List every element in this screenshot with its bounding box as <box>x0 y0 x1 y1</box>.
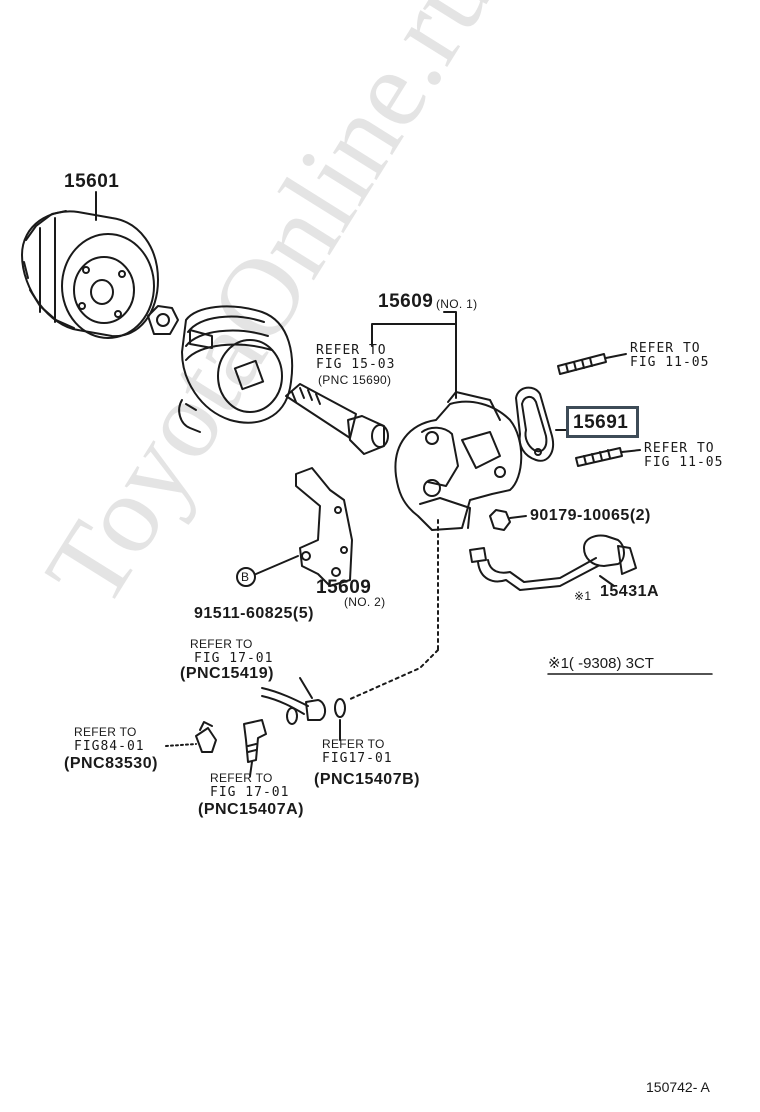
dash-union <box>347 649 439 701</box>
ref-1105b-line1: REFER TO <box>644 441 715 456</box>
leader-15419 <box>299 677 313 699</box>
leader-15609-no1-top <box>443 311 457 325</box>
ref-8401-line3: (PNC83530) <box>64 755 158 772</box>
leader-15407a <box>249 761 253 777</box>
leader-stud-lower <box>621 449 641 453</box>
label-15431a-mark: ※1 <box>574 589 592 603</box>
figure-number: 150742- A <box>646 1079 710 1095</box>
bracket-no2-illustration <box>295 467 353 587</box>
oil-pump-body-illustration <box>394 391 523 531</box>
oil-pressure-switch-illustration <box>195 721 217 753</box>
leader-83530 <box>165 743 197 747</box>
label-15431a: 15431A <box>600 583 660 600</box>
oil-cooler-illustration <box>178 305 294 433</box>
label-15609-no2-suffix: (NO. 2) <box>344 595 386 609</box>
ref-1701b-line1: REFER TO <box>210 771 273 785</box>
ref-1701a-line2: FIG 17-01 <box>194 651 274 666</box>
ref-1503-line2: FIG 15-03 <box>316 357 396 372</box>
leader-90179 <box>509 515 527 519</box>
ref-1701a-line1: REFER TO <box>190 637 253 651</box>
gasket-illustration <box>515 386 554 462</box>
union-bolt-illustration <box>243 719 267 763</box>
stud-upper-illustration <box>557 353 607 375</box>
label-15601: 15601 <box>64 171 120 192</box>
label-90179: 90179-10065(2) <box>530 507 651 524</box>
ref-1701c-line1: REFER TO <box>322 737 385 751</box>
hex-nut-illustration <box>147 305 179 335</box>
ref-1105a-line2: FIG 11-05 <box>630 355 710 370</box>
ref-1701c-line3: (PNC15407B) <box>314 771 420 788</box>
ref-1503-line3: (PNC 15690) <box>318 373 392 387</box>
label-91511: 91511-60825(5) <box>194 605 314 622</box>
ref-1701b-line2: FIG 17-01 <box>210 785 290 800</box>
oil-filter-illustration <box>21 210 159 339</box>
ref-8401-line1: REFER TO <box>74 725 137 739</box>
callout-b-circle <box>236 567 256 587</box>
ref-1701c-line2: FIG17-01 <box>322 751 393 766</box>
stud-lower-illustration <box>575 447 623 467</box>
footnote-code-range: ※1( -9308) 3CT <box>548 655 654 672</box>
ref-1503-line1: REFER TO <box>316 343 387 358</box>
label-15609-no1: 15609 <box>378 291 434 312</box>
leader-stud-upper <box>605 353 627 359</box>
oil-pipe-illustration <box>469 534 637 591</box>
ref-1105b-line2: FIG 11-05 <box>644 455 724 470</box>
ref-1701b-line3: (PNC15407A) <box>198 801 304 818</box>
label-15609-no1-suffix: (NO. 1) <box>436 297 478 311</box>
label-15691-highlighted: 15691 <box>566 406 640 438</box>
hose-union-illustration <box>261 687 346 725</box>
ref-1701a-line3: (PNC15419) <box>180 665 274 682</box>
leader-91511 <box>255 555 299 575</box>
ref-1105a-line1: REFER TO <box>630 341 701 356</box>
nut-90179-illustration <box>489 509 511 531</box>
callout-b: B <box>241 570 250 584</box>
label-15609-no2: 15609 <box>316 577 372 598</box>
ref-8401-line2: FIG84-01 <box>74 739 145 754</box>
leader-15431a <box>599 575 615 587</box>
relief-valve-bolt-illustration <box>285 383 389 455</box>
